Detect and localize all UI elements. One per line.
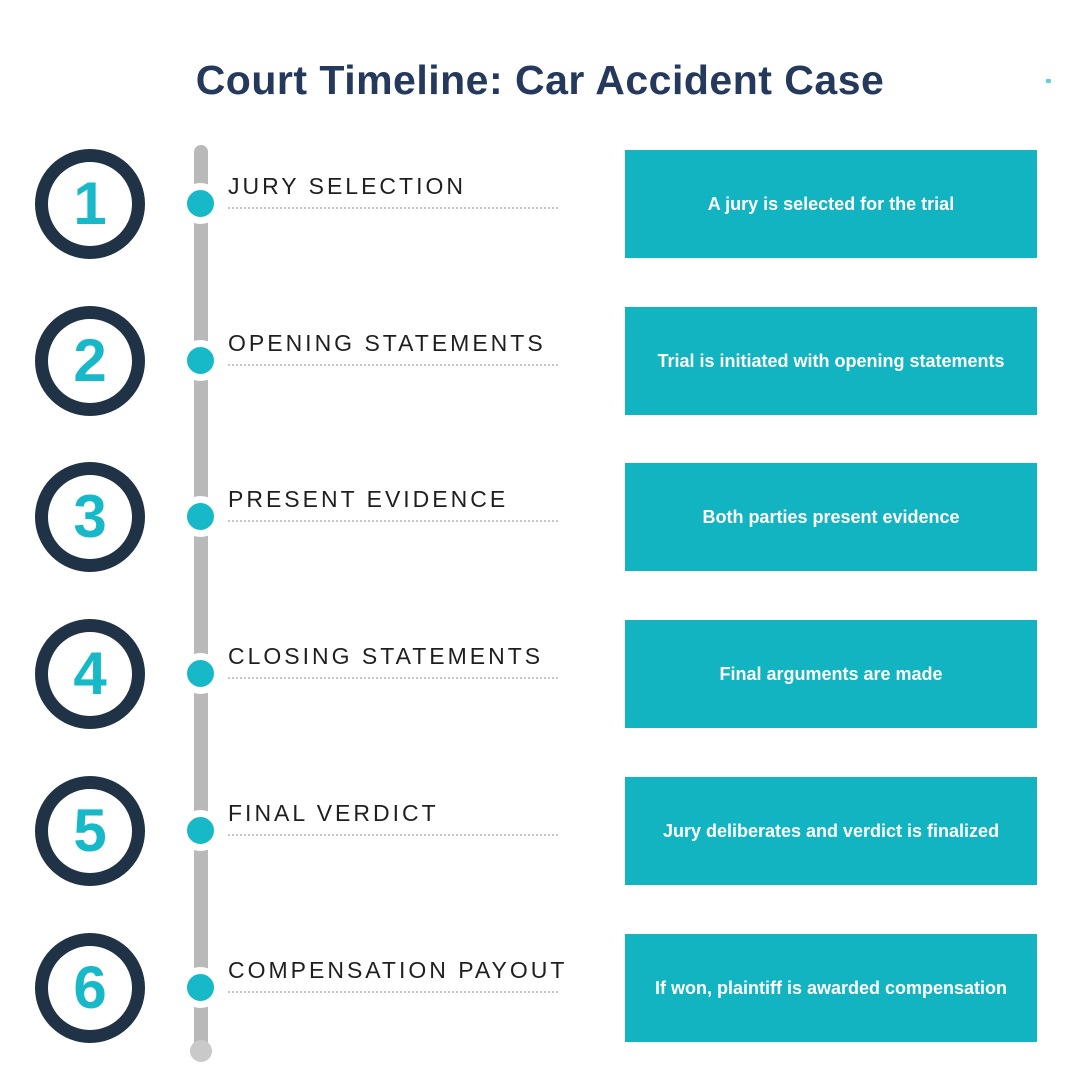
step-label: OPENING STATEMENTS xyxy=(228,330,558,366)
timeline-dot xyxy=(180,340,221,381)
step-label: FINAL VERDICT xyxy=(228,800,558,836)
step-description: A jury is selected for the trial xyxy=(707,193,955,214)
step-description: If won, plaintiff is awarded compensatio… xyxy=(654,977,1008,998)
step-number: 2 xyxy=(73,327,107,394)
step-description: Both parties present evidence xyxy=(702,506,960,527)
step-number-circle: 5 xyxy=(35,776,145,886)
step-description: Final arguments are made xyxy=(719,663,943,684)
step-description-box: A jury is selected for the trial xyxy=(625,150,1037,258)
step-description-box: If won, plaintiff is awarded compensatio… xyxy=(625,934,1037,1042)
step-description-box: Final arguments are made xyxy=(625,620,1037,728)
timeline-dot xyxy=(180,496,221,537)
step-number-circle: 4 xyxy=(35,619,145,729)
step-label: CLOSING STATEMENTS xyxy=(228,643,558,679)
step-number: 4 xyxy=(73,640,107,707)
timeline-dot xyxy=(180,967,221,1008)
step-label: PRESENT EVIDENCE xyxy=(228,486,558,522)
timeline-dot xyxy=(180,183,221,224)
timeline-dot xyxy=(180,653,221,694)
step-number: 6 xyxy=(73,954,107,1021)
step-description: Jury deliberates and verdict is finalize… xyxy=(662,820,1000,841)
step-description-box: Both parties present evidence xyxy=(625,463,1037,571)
step-label: JURY SELECTION xyxy=(228,173,558,209)
step-description-box: Jury deliberates and verdict is finalize… xyxy=(625,777,1037,885)
step-number: 1 xyxy=(73,170,107,237)
step-description: Trial is initiated with opening statemen… xyxy=(657,350,1005,371)
timeline-dot xyxy=(180,810,221,851)
decorative-teal-speck xyxy=(1046,79,1051,83)
step-number-circle: 6 xyxy=(35,933,145,1043)
timeline-endcap xyxy=(190,1040,212,1062)
step-number: 3 xyxy=(73,483,107,550)
page-title: Court Timeline: Car Accident Case xyxy=(195,57,885,104)
step-number: 5 xyxy=(73,797,107,864)
step-description-box: Trial is initiated with opening statemen… xyxy=(625,307,1037,415)
step-label: COMPENSATION PAYOUT xyxy=(228,957,564,993)
